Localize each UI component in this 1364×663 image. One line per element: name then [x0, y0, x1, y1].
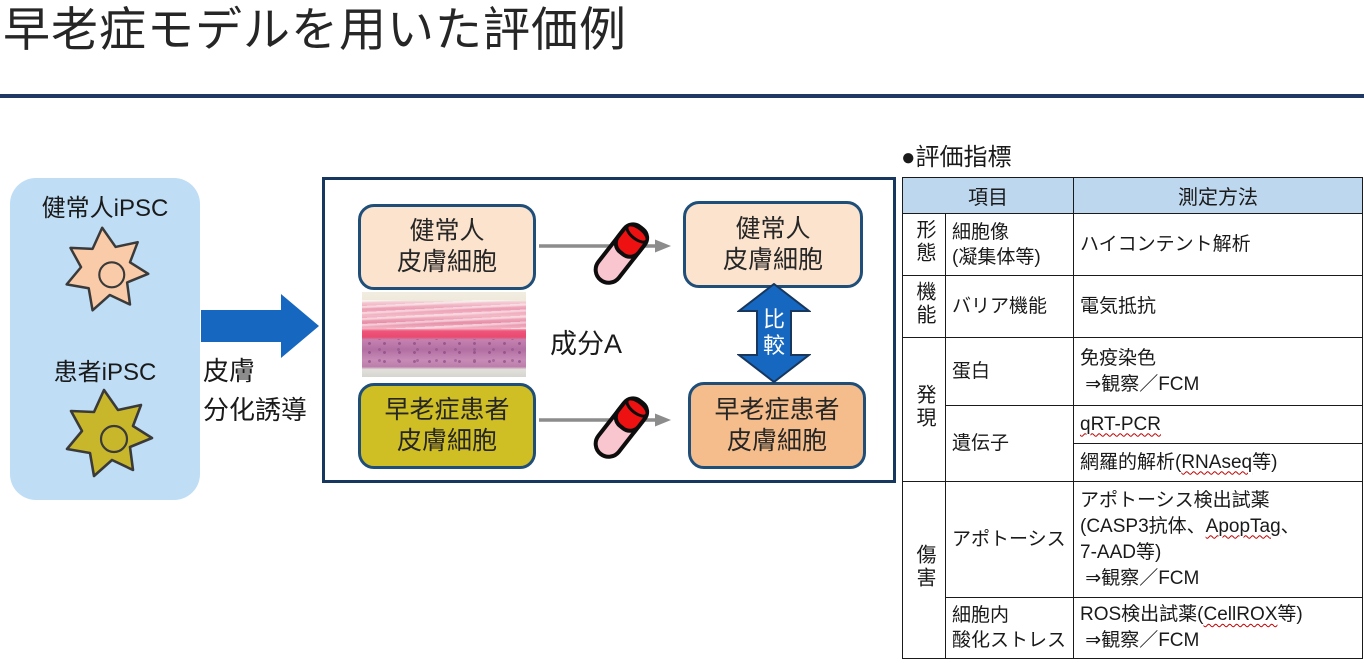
healthy-skin-source-line2: 皮膚細胞: [396, 248, 497, 276]
patient-ipsc-cell-icon: [65, 388, 154, 478]
item-cell-barrier: バリア機能: [945, 275, 1074, 338]
method-cell-immunostain: 免疫染色 ⇒観察／FCM: [1073, 337, 1363, 406]
category-cell-expression: 発現: [902, 337, 946, 482]
component-a-label: 成分A: [549, 329, 622, 359]
category-cell-damage: 傷害: [902, 481, 946, 659]
col-header-method: 測定方法: [1073, 177, 1363, 214]
title-divider: [0, 94, 1364, 98]
progeria-skin-treated-line1: 早老症患者: [714, 395, 840, 424]
evaluation-heading: ●評価指標: [901, 144, 1012, 171]
healthy-skin-source-box: 健常人 皮膚細胞: [358, 204, 536, 290]
healthy-skin-treated-box: 健常人 皮膚細胞: [683, 201, 863, 288]
ipsc-panel: 健常人iPSC 患者iPSC: [10, 178, 200, 500]
healthy-ipsc-label: 健常人iPSC: [41, 195, 169, 222]
progeria-skin-treated-line2: 皮膚細胞: [726, 426, 827, 455]
histology-streaks: [362, 299, 526, 330]
item-cell-apoptosis: アポトーシス: [945, 481, 1074, 598]
compare-arrow-icon: [737, 283, 811, 383]
progeria-skin-source-line2: 皮膚細胞: [396, 427, 497, 455]
progeria-skin-source-line1: 早老症患者: [384, 396, 510, 424]
induction-label: 皮膚 分化誘導: [203, 352, 307, 430]
table-row-rnaseq: 網羅的解析(RNAseq等): [903, 443, 1363, 482]
progeria-skin-treated-box: 早老症患者 皮膚細胞: [688, 382, 866, 469]
table-row-oxidative: 細胞内 酸化ストレス ROS検出試薬(CellROX等) ⇒観察／FCM: [903, 597, 1363, 659]
specimen-tube-bottom-icon: [593, 396, 650, 459]
table-row-protein: 発現 蛋白 免疫染色 ⇒観察／FCM: [902, 337, 1363, 482]
method-cell-apoptosis-reagent: アポトーシス検出試薬 (CASP3抗体、ApopTag、 7-AAD等) ⇒観察…: [1073, 481, 1363, 598]
healthy-skin-treated-line2: 皮膚細胞: [722, 245, 823, 274]
table-row-function: 機能 バリア機能 電気抵抗: [902, 275, 1363, 338]
method-cell-qrtpcr: qRT-PCR: [1073, 405, 1363, 444]
method-cell-comprehensive: 網羅的解析(RNAseq等): [1073, 443, 1363, 482]
induction-line1: 皮膚: [203, 356, 256, 386]
item-cell-protein: 蛋白: [945, 337, 1074, 406]
healthy-ipsc-cell-icon: [65, 226, 150, 312]
col-header-item: 項目: [902, 177, 1074, 214]
skin-histology-image: [362, 292, 526, 377]
method-cell-high-content: ハイコンテント解析: [1073, 213, 1363, 276]
category-cell-morphology: 形態: [902, 213, 946, 276]
method-cell-ros: ROS検出試薬(CellROX等) ⇒観察／FCM: [1073, 597, 1363, 659]
patient-ipsc-label: 患者iPSC: [53, 359, 157, 386]
page-title: 早老症モデルを用いた評価例: [3, 3, 627, 56]
item-cell-oxidative: 細胞内 酸化ストレス: [945, 597, 1074, 659]
evaluation-table: 項目 測定方法 形態 細胞像 (凝集体等) ハイコンテント解析 機能 バリア機能…: [902, 177, 1363, 659]
specimen-tube-top-icon: [593, 222, 650, 285]
compare-label-line1: 比: [762, 307, 785, 332]
item-cell-cell-image: 細胞像 (凝集体等): [945, 213, 1074, 276]
healthy-skin-source-line1: 健常人: [409, 217, 485, 245]
compare-arrow: 比 較: [737, 283, 811, 383]
progeria-skin-source-box: 早老症患者 皮膚細胞: [358, 383, 536, 469]
compare-label-line2: 較: [762, 333, 785, 358]
histology-nuclei-dots: [362, 338, 526, 368]
method-cell-electrical: 電気抵抗: [1073, 275, 1363, 338]
item-cell-gene: 遺伝子: [945, 405, 1074, 482]
induction-line2: 分化誘導: [203, 395, 308, 425]
table-header-row: 項目 測定方法: [902, 177, 1363, 214]
category-cell-function: 機能: [902, 275, 946, 338]
table-row-apoptosis: 傷害 アポトーシス アポトーシス検出試薬 (CASP3抗体、ApopTag、 7…: [902, 481, 1363, 659]
compare-label: 比 較: [737, 283, 811, 383]
table-row-qrtpcr: 遺伝子 qRT-PCR: [903, 405, 1363, 482]
healthy-skin-treated-line1: 健常人: [735, 214, 811, 243]
table-row-morphology: 形態 細胞像 (凝集体等) ハイコンテント解析: [902, 213, 1363, 276]
differentiation-arrow-icon: [201, 294, 319, 358]
